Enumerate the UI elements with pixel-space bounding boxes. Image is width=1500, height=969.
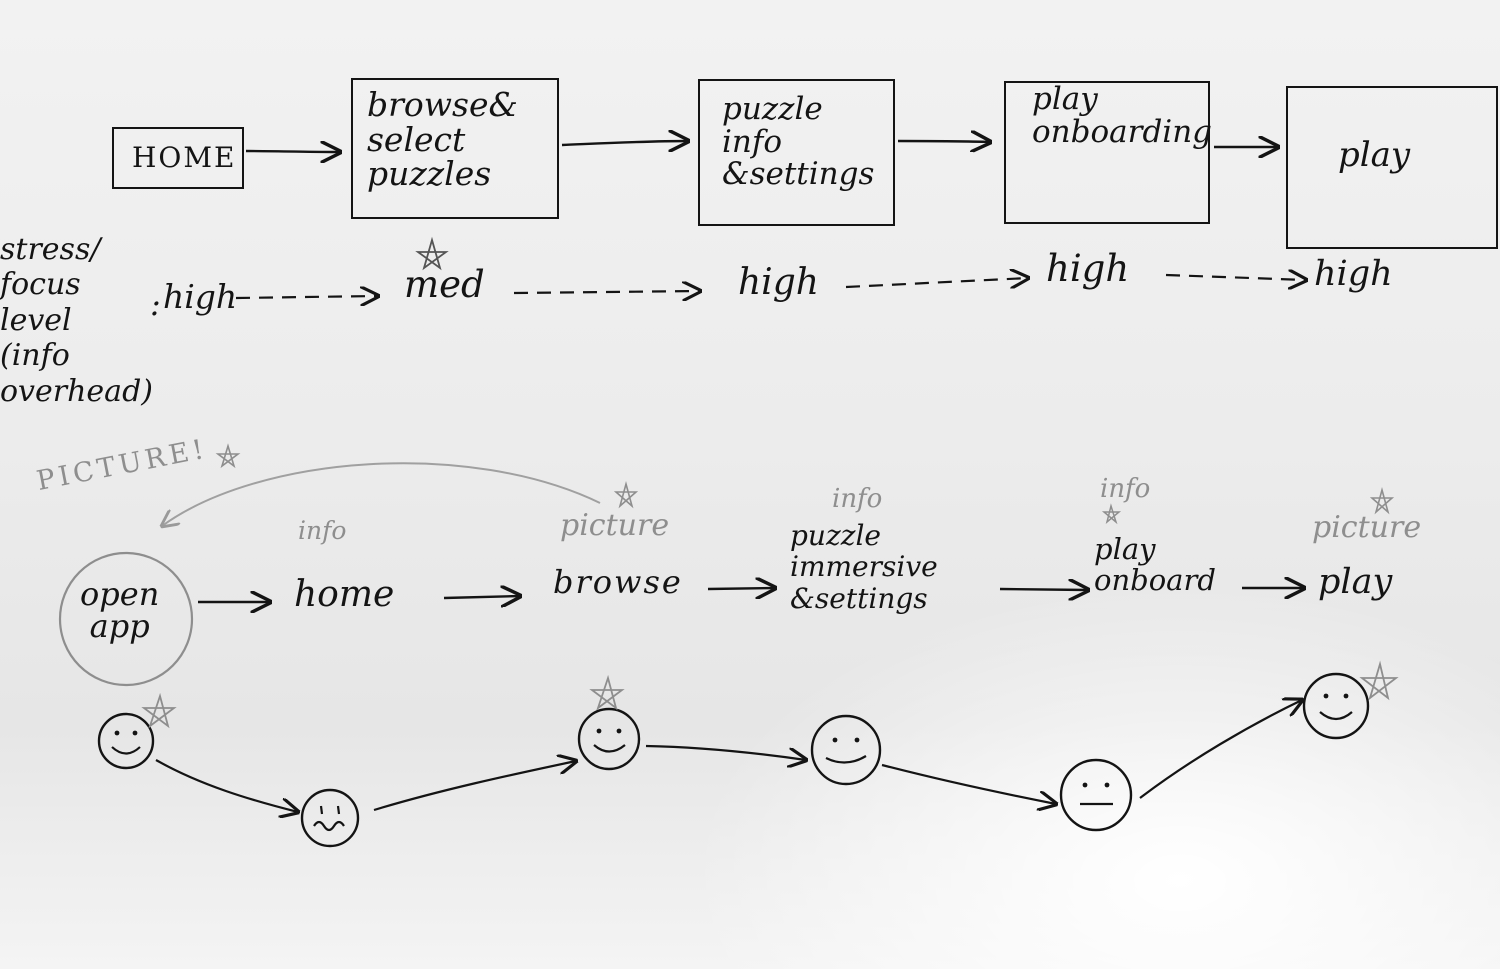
arrow-face1-to-face2 xyxy=(155,759,298,812)
play-label: play xyxy=(1338,135,1411,175)
journey-note-play-onboard: info xyxy=(1100,474,1151,504)
dashed-arrow-stress-2 xyxy=(513,291,700,293)
stress-level-puzzle-info: high xyxy=(738,262,819,303)
smiley-face-icon xyxy=(810,714,882,786)
arrow-puzzle-info-to-onboarding xyxy=(897,141,990,142)
arrow-browse-to-puzzle-info xyxy=(561,141,688,145)
stress-level-browse: med xyxy=(404,263,485,306)
open-app-label: open app xyxy=(80,575,160,645)
dashed-arrow-stress-1 xyxy=(235,296,378,298)
stress-label-colon: : xyxy=(150,285,161,323)
browse-select-label: browse& select puzzles xyxy=(367,85,518,194)
star-icon xyxy=(1359,660,1399,701)
stress-level-home: high xyxy=(163,277,238,316)
arrow-home-to-browse xyxy=(245,151,340,152)
journey-step-home: home xyxy=(294,574,395,615)
play-onboarding-box: play onboarding xyxy=(1004,81,1213,224)
arrow-face3-to-face4 xyxy=(645,744,806,760)
journey-note-browse: picture xyxy=(560,508,670,543)
journey-step-puzzle-immersive: puzzle immersive &settings xyxy=(790,519,938,615)
home-box-label: HOME xyxy=(132,141,237,174)
journey-note-puzzle-immersive: info xyxy=(832,484,883,514)
journey-note-home: info xyxy=(298,516,347,545)
play-box: play xyxy=(1286,86,1498,249)
arrow-immersive-to-onboard xyxy=(999,589,1088,590)
journey-step-play-onboard: play onboard xyxy=(1094,532,1216,598)
journey-note-play: picture xyxy=(1312,510,1422,545)
stress-level-label: stress/ focus level (info overhead) xyxy=(0,232,153,409)
smiley-face-icon xyxy=(97,712,155,770)
browse-select-box: browse& select puzzles xyxy=(351,78,559,219)
journey-step-play: play xyxy=(1318,562,1393,602)
star-icon xyxy=(215,443,241,469)
worried-face-icon xyxy=(300,788,360,848)
neutral-face-icon xyxy=(1059,758,1133,832)
stress-level-onboarding: high xyxy=(1046,247,1130,290)
arrow-face4-to-face5 xyxy=(881,763,1056,804)
star-icon xyxy=(141,692,177,729)
smiley-face-icon xyxy=(577,707,641,771)
arrow-home-to-browse-journey xyxy=(443,596,520,598)
play-onboarding-label: play onboarding xyxy=(1032,81,1213,150)
star-icon xyxy=(613,480,639,509)
star-icon xyxy=(1101,503,1122,525)
dashed-arrow-stress-3 xyxy=(845,278,1028,287)
arrow-face2-to-face3 xyxy=(373,761,576,812)
dashed-arrow-stress-4 xyxy=(1165,275,1306,280)
journey-step-browse: browse xyxy=(553,563,683,601)
star-icon xyxy=(589,674,625,711)
open-app-circle xyxy=(58,551,194,687)
puzzle-info-label: puzzle info &settings xyxy=(722,91,875,193)
star-icon xyxy=(1369,486,1395,515)
puzzle-info-box: puzzle info &settings xyxy=(698,79,895,226)
star-icon xyxy=(415,236,449,271)
arrow-face5-to-face6 xyxy=(1139,700,1302,799)
home-box: HOME xyxy=(112,127,244,189)
smiley-face-icon xyxy=(1302,672,1370,740)
stress-level-play: high xyxy=(1314,254,1393,294)
arrow-browse-to-immersive xyxy=(707,588,775,589)
pencil-curve-to-open-app xyxy=(162,462,601,526)
